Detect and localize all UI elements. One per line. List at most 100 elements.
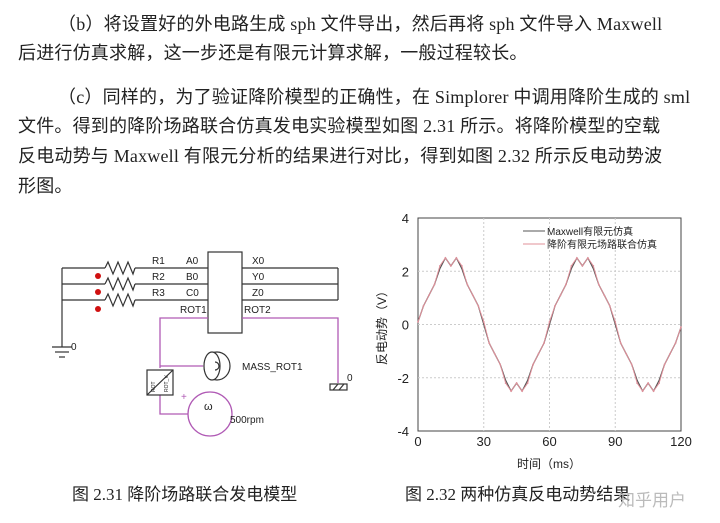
paragraph-c-line1: （c）同样的，为了验证降阶模型的正确性，在 Simplorer 中调用降阶生成的…	[58, 87, 691, 107]
x-tick-label: 0	[414, 434, 421, 449]
paragraph-c-line2: 文件。得到的降阶场路联合仿真发电实验模型如图 2.31 所示。将降阶模型的空载	[18, 116, 661, 136]
data-point	[669, 352, 671, 355]
data-point	[586, 257, 589, 259]
x-tick-label: 120	[670, 434, 692, 449]
label-rot-v: ROT_V	[164, 375, 170, 392]
paragraph-c-line4: 形图。	[18, 176, 73, 196]
data-point	[515, 382, 518, 384]
watermark: 知乎用户	[618, 491, 686, 511]
paragraph-b-line1: （b）将设置好的外电路生成 sph 文件导出，然后再将 sph 文件导入 Max…	[58, 14, 663, 34]
omega-symbol: ω	[204, 401, 213, 413]
circuit-diagram: R1 R2 R3 A0 B0 C0 ROT1 X0 Y0 Z0 ROT2 0 0…	[52, 251, 353, 437]
data-point	[455, 257, 458, 259]
resistor-r2	[104, 276, 136, 292]
data-point	[477, 304, 480, 307]
figure-caption-2-31: 图 2.31 降阶场路联合发电模型	[72, 485, 298, 504]
series-line-maxwell	[417, 256, 682, 393]
data-point	[521, 390, 524, 392]
data-point	[647, 382, 650, 384]
data-point	[636, 382, 639, 384]
paragraph-c-line3: 反电动势与 Maxwell 有限元分析的结果进行对比，得到如图 2.32 所示反…	[18, 146, 663, 166]
data-point	[532, 363, 534, 366]
y-tick-label: -2	[397, 371, 409, 386]
label-r2: R2	[152, 272, 165, 283]
paragraph-b-line2: 后进行仿真求解，这一步还是有限元计算求解，一般过程较长。	[18, 43, 528, 63]
data-point	[482, 320, 485, 323]
y-tick-label: -4	[397, 424, 409, 439]
data-point	[510, 390, 513, 392]
ground-icon	[52, 346, 72, 358]
label-y0: Y0	[252, 272, 265, 283]
data-point	[674, 342, 677, 345]
resistor-r1	[104, 260, 136, 276]
data-point	[444, 257, 447, 259]
data-point	[460, 265, 463, 267]
data-point	[575, 257, 578, 259]
data-point	[417, 320, 419, 323]
data-point	[680, 326, 682, 329]
fault-dots	[95, 273, 101, 312]
y-tick-label: 4	[402, 211, 409, 226]
data-point	[608, 304, 611, 307]
data-point	[433, 283, 436, 286]
data-point	[504, 382, 507, 384]
data-point	[488, 342, 491, 345]
label-ground-left: 0	[71, 342, 77, 353]
data-point	[603, 294, 606, 297]
data-point	[422, 304, 425, 307]
data-point	[499, 363, 502, 366]
label-500rpm: 500rpm	[230, 415, 264, 426]
label-r1: R1	[152, 256, 165, 267]
x-axis-label: 时间（ms）	[517, 457, 581, 471]
label-mass-rot1: MASS_ROT1	[242, 362, 303, 373]
label-rot: ROT	[151, 381, 157, 392]
data-point	[439, 265, 441, 267]
data-point	[658, 382, 660, 384]
resistor-r3	[104, 292, 136, 308]
y-tick-label: 2	[402, 264, 409, 279]
label-c0: C0	[186, 288, 199, 299]
label-x0: X0	[252, 256, 265, 267]
label-b0: B0	[186, 272, 199, 283]
data-point	[548, 320, 551, 323]
legend-label-reduced: 降阶有限元场路联合仿真	[547, 238, 657, 251]
label-rot2: ROT2	[244, 305, 271, 316]
data-point	[641, 390, 644, 392]
speed-source-icon	[187, 391, 233, 437]
reduced-order-model-block	[207, 251, 243, 334]
data-point	[537, 352, 540, 355]
data-point	[449, 265, 452, 267]
label-r3: R3	[152, 288, 165, 299]
x-tick-label: 90	[608, 434, 622, 449]
y-axis-label: 反电动势（V）	[375, 285, 389, 365]
data-point	[592, 265, 595, 267]
data-point	[466, 283, 469, 286]
mechanical-ground-icon	[329, 383, 348, 391]
data-point	[493, 352, 496, 355]
label-ground-right: 0	[347, 373, 353, 384]
data-point	[565, 283, 567, 286]
data-point	[581, 265, 584, 267]
x-tick-label: 30	[477, 434, 491, 449]
data-point	[526, 382, 529, 384]
data-point	[543, 342, 545, 345]
plus-sign: +	[181, 392, 187, 403]
label-rot1: ROT1	[180, 305, 207, 316]
legend-label-maxwell: Maxwell有限元仿真	[547, 225, 633, 238]
data-point	[570, 265, 573, 267]
data-point	[559, 294, 562, 297]
x-tick-label: 60	[542, 434, 556, 449]
y-tick-label: 0	[402, 318, 409, 333]
label-a0: A0	[186, 256, 199, 267]
data-point	[554, 304, 556, 307]
data-point	[428, 294, 430, 297]
data-point	[625, 352, 628, 355]
data-point	[619, 342, 622, 345]
data-point	[471, 294, 474, 297]
figure-caption-2-32: 图 2.32 两种仿真反电动势结果	[405, 485, 631, 504]
label-z0: Z0	[252, 288, 264, 299]
data-point	[630, 363, 633, 366]
data-point	[652, 390, 655, 392]
